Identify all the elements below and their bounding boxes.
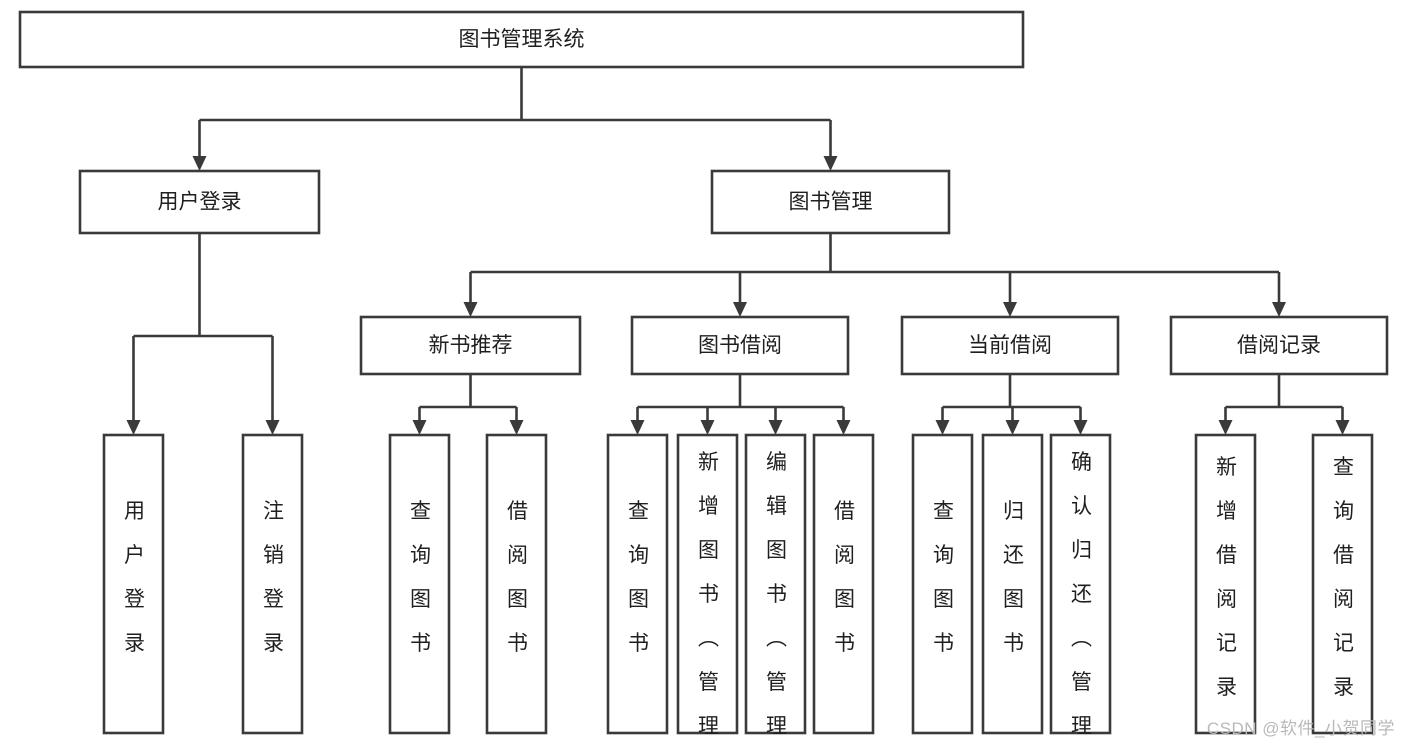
arrow-head (126, 420, 141, 435)
leaf-node[interactable]: 借阅图书 (485, 433, 548, 735)
arrow-head (509, 420, 524, 435)
leaf-node[interactable]: 查询借阅记录 (1311, 433, 1374, 735)
arrow-head (463, 302, 478, 317)
leaf-node[interactable]: 归还图书 (981, 433, 1044, 735)
leaf-box[interactable] (1311, 433, 1374, 735)
level2-label: 新书推荐 (429, 334, 513, 357)
level1-box[interactable] (78, 169, 321, 235)
leaf-node[interactable]: 查询图书 (911, 433, 974, 735)
arrow-head (700, 420, 715, 435)
leaf-box[interactable] (606, 433, 669, 735)
leaf-box[interactable] (744, 433, 807, 735)
arrow-head (1272, 302, 1286, 317)
root-node[interactable]: 图书管理系统 (18, 10, 1025, 69)
arrow-head (836, 420, 851, 435)
leaf-label: 查询图书 (628, 500, 649, 655)
connector-layer (126, 67, 1350, 435)
level1-node[interactable]: 用户登录 (78, 169, 321, 235)
level1-label: 图书管理 (789, 191, 873, 214)
leaf-node[interactable]: 查询图书 (388, 433, 451, 735)
root-label: 图书管理系统 (459, 28, 585, 51)
arrow-head (630, 420, 645, 435)
leaf-node[interactable]: 编辑图书︵管理员︶ (744, 433, 807, 747)
leaf-label: 借阅图书 (834, 500, 855, 655)
leaf-node[interactable]: 用户登录 (102, 433, 165, 735)
leaf-label: 新增借阅记录 (1216, 456, 1237, 699)
leaf-label: 查询借阅记录 (1333, 456, 1354, 699)
arrow-head (1073, 420, 1088, 435)
level2-box[interactable] (359, 315, 582, 376)
arrow-head (823, 156, 838, 171)
arrow-head (412, 420, 427, 435)
arrow-head (1005, 420, 1020, 435)
leaf-label: 注销登录 (263, 500, 284, 655)
level2-node[interactable]: 当前借阅 (900, 315, 1120, 376)
leaf-node[interactable]: 新增借阅记录 (1194, 433, 1257, 735)
leaf-label: 新增图书︵管理员︶ (698, 451, 719, 747)
level2-label: 图书借阅 (698, 334, 782, 357)
arrow-head (768, 420, 783, 435)
leaf-node[interactable]: 查询图书 (606, 433, 669, 735)
level1-box[interactable] (710, 169, 951, 235)
level2-label: 当前借阅 (968, 334, 1052, 357)
leaf-box[interactable] (1194, 433, 1257, 735)
leaf-box[interactable] (388, 433, 451, 735)
leaf-box[interactable] (1049, 433, 1112, 735)
node-layer: 图书管理系统用户登录图书管理新书推荐图书借阅当前借阅借阅记录用户登录注销登录查询… (18, 10, 1389, 747)
level2-node[interactable]: 图书借阅 (630, 315, 850, 376)
leaf-box[interactable] (812, 433, 875, 735)
level2-label: 借阅记录 (1237, 334, 1321, 357)
leaf-label: 查询图书 (410, 500, 431, 655)
level1-label: 用户登录 (158, 191, 242, 214)
leaf-node[interactable]: 借阅图书 (812, 433, 875, 735)
arrow-head (1003, 302, 1017, 317)
leaf-node[interactable]: 注销登录 (241, 433, 304, 735)
leaf-box[interactable] (911, 433, 974, 735)
level2-node[interactable]: 借阅记录 (1169, 315, 1389, 376)
arrow-head (935, 420, 950, 435)
leaf-box[interactable] (102, 433, 165, 735)
leaf-label: 用户登录 (124, 500, 145, 655)
level2-box[interactable] (1169, 315, 1389, 376)
leaf-label: 查询图书 (933, 500, 954, 655)
leaf-box[interactable] (981, 433, 1044, 735)
leaf-label: 借阅图书 (507, 500, 528, 655)
arrow-head (265, 420, 280, 435)
level1-node[interactable]: 图书管理 (710, 169, 951, 235)
leaf-label: 归还图书 (1003, 500, 1024, 655)
level2-box[interactable] (630, 315, 850, 376)
root-box[interactable] (18, 10, 1025, 69)
arrow-head (733, 302, 747, 317)
arrow-head (1218, 420, 1233, 435)
leaf-node[interactable]: 确认归还︵管理员︶ (1049, 433, 1112, 747)
arrow-head (1335, 420, 1350, 435)
leaf-node[interactable]: 新增图书︵管理员︶ (676, 433, 739, 747)
leaf-label: 确认归还︵管理员︶ (1071, 451, 1092, 747)
arrow-head (192, 156, 207, 171)
level2-node[interactable]: 新书推荐 (359, 315, 582, 376)
leaf-box[interactable] (485, 433, 548, 735)
leaf-label: 编辑图书︵管理员︶ (766, 451, 787, 747)
level2-box[interactable] (900, 315, 1120, 376)
leaf-box[interactable] (241, 433, 304, 735)
leaf-box[interactable] (676, 433, 739, 735)
